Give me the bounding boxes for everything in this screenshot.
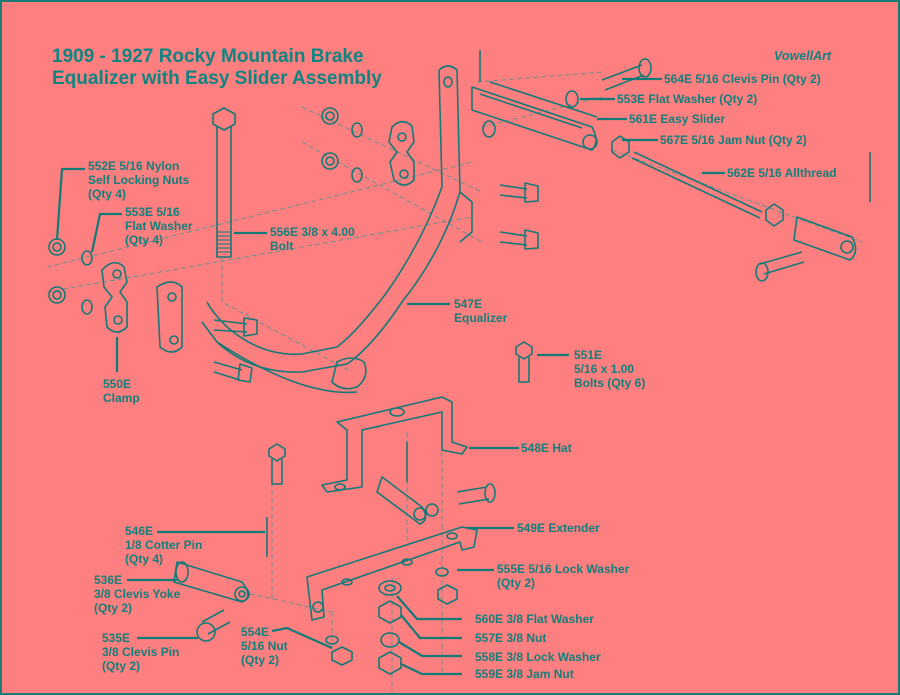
part-label-553e-b: 553E 5/16 Flat Washer (Qty 4)	[125, 205, 193, 247]
part-label-text: (Qty 4)	[88, 187, 127, 201]
leader-lines	[55, 77, 725, 676]
part-label-text: (Qty 2)	[94, 601, 133, 615]
part-label-text: (Qty 4)	[125, 233, 164, 247]
part-label-text: 551E	[574, 348, 603, 362]
part-label-text: 562E 5/16 Allthread	[727, 166, 837, 180]
part-label-567e: 567E 5/16 Jam Nut (Qty 2)	[660, 133, 807, 147]
part-label-text: 548E Hat	[521, 441, 572, 455]
nuts-washers-left	[48, 107, 363, 315]
part-label-text: 546E	[125, 524, 154, 538]
part-label-561e: 561E Easy Slider	[629, 112, 725, 126]
part-label-536e: 536E 3/8 Clevis Yoke (Qty 2)	[94, 573, 180, 615]
part-label-535e: 535E 3/8 Clevis Pin (Qty 2)	[102, 631, 179, 673]
part-label-text: 557E 3/8 Nut	[475, 631, 547, 645]
clamp-550e	[101, 261, 183, 353]
part-label-text: 536E	[94, 573, 123, 587]
part-label-text: 550E	[103, 377, 132, 391]
part-label-text: 555E 5/16 Lock Washer	[497, 562, 630, 576]
part-label-text: Clamp	[103, 391, 140, 405]
part-label-text: 561E Easy Slider	[629, 112, 726, 126]
part-label-564e: 564E 5/16 Clevis Pin (Qty 2)	[664, 72, 821, 86]
bottom-hardware-stack	[325, 567, 458, 675]
part-label-text: 547E	[454, 297, 483, 311]
extender-549e	[306, 526, 478, 621]
diagram-title: 1909 - 1927 Rocky Mountain Brake Equaliz…	[52, 46, 382, 90]
part-label-text: 5/16 Nut	[241, 639, 288, 653]
part-label-text: 553E 5/16	[125, 205, 180, 219]
right-clevis-assembly	[755, 152, 871, 282]
part-label-text: 535E	[102, 631, 131, 645]
easy-slider-561e	[471, 50, 598, 151]
part-label-548e: 548E Hat	[521, 441, 572, 455]
part-label-546e: 546E 1/8 Cotter Pin (Qty 4)	[125, 524, 202, 566]
part-label-text: (Qty 2)	[102, 659, 141, 673]
upper-clamp	[388, 120, 415, 186]
part-label-551e: 551E 5/16 x 1.00 Bolts (Qty 6)	[574, 348, 645, 390]
bolt-556e	[212, 107, 236, 258]
part-label-text: 567E 5/16 Jam Nut (Qty 2)	[660, 133, 807, 147]
part-label-text: 5/16 x 1.00	[574, 362, 635, 376]
part-label-text: Flat Washer	[125, 219, 193, 233]
part-label-text: 553E Flat Washer (Qty 2)	[617, 92, 758, 106]
allthread-562e	[611, 135, 784, 227]
part-label-text: (Qty 4)	[125, 552, 164, 566]
equalizer-547e	[201, 65, 473, 394]
part-label-text: 3/8 Clevis Pin	[102, 645, 180, 659]
part-label-555e: 555E 5/16 Lock Washer (Qty 2)	[497, 562, 629, 590]
part-label-text: (Qty 2)	[497, 576, 536, 590]
brand-signature: VowellArt	[774, 49, 832, 63]
part-label-559e: 559E 3/8 Jam Nut	[475, 667, 574, 681]
part-label-text: Self Locking Nuts	[88, 173, 190, 187]
part-label-text: 559E 3/8 Jam Nut	[475, 667, 574, 681]
part-label-text: 558E 3/8 Lock Washer	[475, 650, 601, 664]
part-label-text: 560E 3/8 Flat Washer	[475, 612, 594, 626]
part-label-552e: 552E 5/16 Nylon Self Locking Nuts (Qty 4…	[88, 159, 189, 201]
part-label-text: 554E	[241, 625, 270, 639]
title-line-2: Equalizer with Easy Slider Assembly	[52, 68, 382, 89]
title-line-1: 1909 - 1927 Rocky Mountain Brake	[52, 46, 364, 67]
part-label-557e: 557E 3/8 Nut	[475, 631, 546, 645]
small-bolts-551e	[213, 182, 539, 485]
part-label-553e-a: 553E Flat Washer (Qty 2)	[617, 92, 757, 106]
part-label-text: 1/8 Cotter Pin	[125, 538, 203, 552]
part-label-text: 3/8 Clevis Yoke	[94, 587, 181, 601]
part-label-560e: 560E 3/8 Flat Washer	[475, 612, 594, 626]
hat-548e	[321, 396, 468, 493]
part-label-text: 564E 5/16 Clevis Pin (Qty 2)	[664, 72, 821, 86]
part-label-text: (Qty 2)	[241, 653, 280, 667]
part-label-550e: 550E Clamp	[103, 377, 140, 405]
part-label-558e: 558E 3/8 Lock Washer	[475, 650, 601, 664]
part-label-text: Bolt	[270, 239, 294, 253]
part-label-547e: 547E Equalizer	[454, 297, 507, 325]
part-label-text: Equalizer	[454, 311, 508, 325]
part-label-549e: 549E Extender	[517, 521, 600, 535]
part-label-text: 556E 3/8 x 4.00	[270, 225, 355, 239]
part-label-text: 549E Extender	[517, 521, 600, 535]
center-clevis-assembly	[376, 442, 496, 525]
clevis-pin-564e	[565, 58, 652, 108]
part-label-556e: 556E 3/8 x 4.00 Bolt	[270, 225, 355, 253]
part-label-562e: 562E 5/16 Allthread	[727, 166, 837, 180]
left-clevis-assembly	[173, 517, 268, 642]
part-label-text: Bolts (Qty 6)	[574, 376, 646, 390]
part-label-text: 552E 5/16 Nylon	[88, 159, 180, 173]
part-label-554e: 554E 5/16 Nut (Qty 2)	[241, 625, 288, 667]
